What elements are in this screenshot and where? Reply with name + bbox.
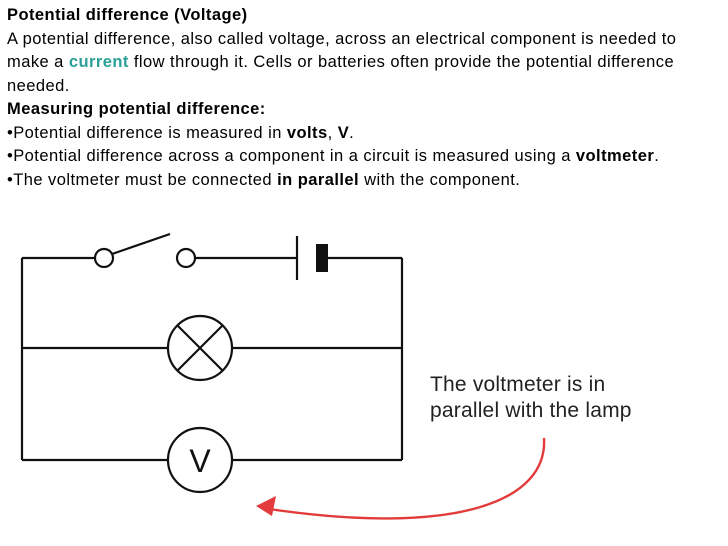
bold-term: in parallel (277, 170, 360, 189)
current-highlight: current (68, 53, 129, 71)
bullet-text: with the component. (359, 170, 521, 189)
arrow-curve (261, 437, 546, 520)
circuit-wires (20, 256, 404, 462)
bullet-volts: •Potential difference is measured in vol… (7, 122, 723, 146)
bullet-text: , (327, 123, 338, 142)
text-content: Potential difference (Voltage) A potenti… (7, 4, 723, 214)
circuit-diagram: V (20, 232, 546, 520)
intro-text-2: flow through it. Cells or batteries ofte… (7, 53, 675, 95)
bold-term: V (337, 123, 350, 142)
intro-text-1: A potential difference, also called volt… (7, 29, 677, 72)
bullet-text: •Potential difference across a component… (7, 147, 576, 165)
bullet-text: •Potential difference is measured in (7, 123, 287, 142)
measuring-heading: Measuring potential difference: (7, 100, 266, 118)
voltmeter-label: V (189, 443, 211, 479)
intro-paragraph: A potential difference, also called volt… (7, 28, 723, 99)
switch-symbol (93, 232, 197, 269)
lamp-symbol (166, 314, 234, 382)
voltmeter-symbol: V (166, 426, 234, 494)
arrow-head (256, 496, 276, 516)
bullet-parallel: •The voltmeter must be connected in para… (7, 169, 723, 193)
heading: Potential difference (Voltage) (7, 6, 248, 24)
bold-term: voltmeter (575, 147, 655, 165)
callout-arrow (256, 437, 546, 520)
cell-symbol (295, 236, 328, 280)
bold-term: volts (286, 123, 328, 142)
bullet-text: . (654, 147, 660, 165)
bullet-voltmeter: •Potential difference across a component… (7, 145, 723, 169)
callout-line-2: parallel with the lamp (430, 399, 632, 422)
callout-text: The voltmeter is in parallel with the la… (430, 372, 632, 424)
bullet-text: •The voltmeter must be connected (7, 170, 278, 189)
callout-line-1: The voltmeter is in (430, 373, 606, 396)
bullet-text: . (349, 123, 355, 142)
